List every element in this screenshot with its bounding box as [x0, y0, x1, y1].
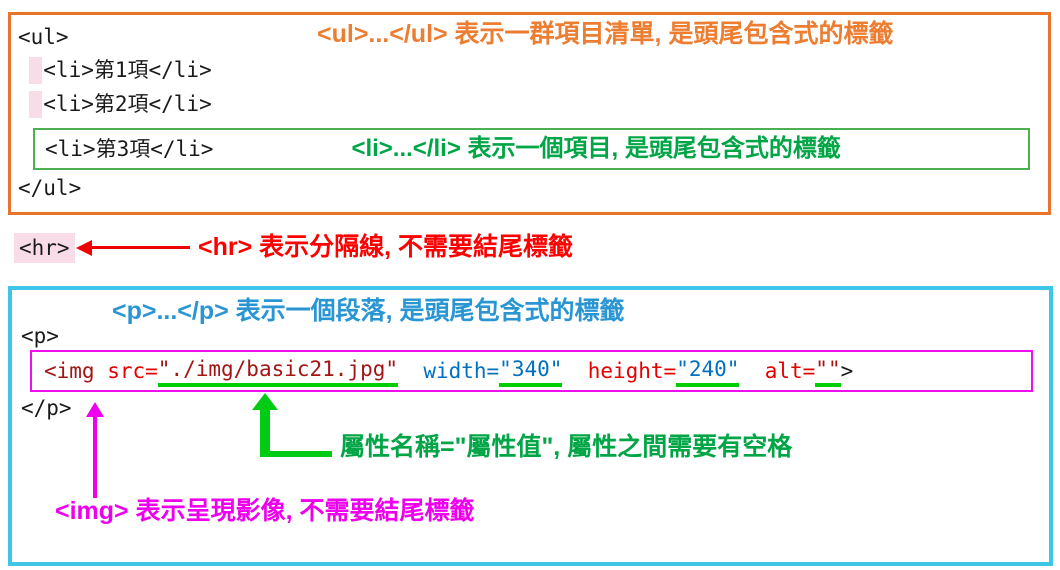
attr-up-arrow-icon: [252, 393, 278, 410]
p-annotation: <p>...</p> 表示一個段落, 是頭尾包含式的標籤: [112, 297, 625, 325]
up-arrow-icon: [86, 402, 104, 417]
code-space: [398, 357, 423, 385]
width-attr-value-token: "340": [499, 355, 563, 387]
attr-up-arrow-shaft: [260, 408, 270, 457]
left-arrow-shaft: [90, 246, 190, 249]
code-p-close-tag: </p>: [21, 396, 72, 420]
width-attr-name-token: width=: [423, 359, 500, 383]
img-highlight-box: <img src= "./img/basic21.jpg" width= "34…: [30, 350, 1033, 392]
code-li-item-2: <li>第2項</li>: [18, 92, 212, 116]
alt-attr-name-token: alt=: [764, 359, 816, 383]
code-p-open-tag: <p>: [21, 324, 59, 348]
code-space: [562, 357, 587, 385]
p-example-box: <p>...</p> 表示一個段落, 是頭尾包含式的標籤 <p> <img sr…: [8, 286, 1053, 566]
code-space: [739, 357, 764, 385]
img-annotation: <img> 表示呈現影像, 不需要結尾標籤: [55, 497, 475, 525]
alt-attr-value-token: "": [815, 355, 841, 387]
img-open-tag-token: <img: [44, 359, 108, 383]
code-li-item-3: <li>第3項</li>: [45, 137, 214, 161]
code-ul-open-tag: <ul>: [18, 25, 69, 49]
up-arrow-shaft: [93, 416, 97, 498]
src-attr-value-token: "./img/basic21.jpg": [157, 355, 399, 387]
attr-arrow-connector: [260, 451, 332, 457]
ul-example-box: <ul> <ul>...</ul> 表示一群項目清單, 是頭尾包含式的標籤 <l…: [8, 12, 1051, 215]
indent-highlight: [29, 91, 42, 118]
li-annotation: <li>...</li> 表示一個項目, 是頭尾包含式的標籤: [351, 135, 841, 162]
indent-highlight: [29, 57, 42, 84]
attribute-annotation: 屬性名稱="屬性值", 屬性之間需要有空格: [340, 433, 793, 461]
code-li-item-1: <li>第1項</li>: [18, 58, 212, 82]
li-highlight-box: <li>第3項</li> <li>...</li> 表示一個項目, 是頭尾包含式…: [33, 128, 1030, 170]
left-arrow-icon: [76, 240, 92, 256]
src-attr-name-token: src=: [107, 359, 158, 383]
ul-annotation: <ul>...</ul> 表示一群項目清單, 是頭尾包含式的標籤: [317, 20, 894, 48]
close-bracket-token: >: [840, 359, 854, 383]
height-attr-name-token: height=: [587, 359, 677, 383]
height-attr-value-token: "240": [676, 355, 740, 387]
code-ul-close-tag: </ul>: [18, 176, 82, 200]
hr-annotation: <hr> 表示分隔線, 不需要結尾標籤: [198, 233, 574, 261]
code-hr-tag: <hr>: [14, 233, 75, 263]
